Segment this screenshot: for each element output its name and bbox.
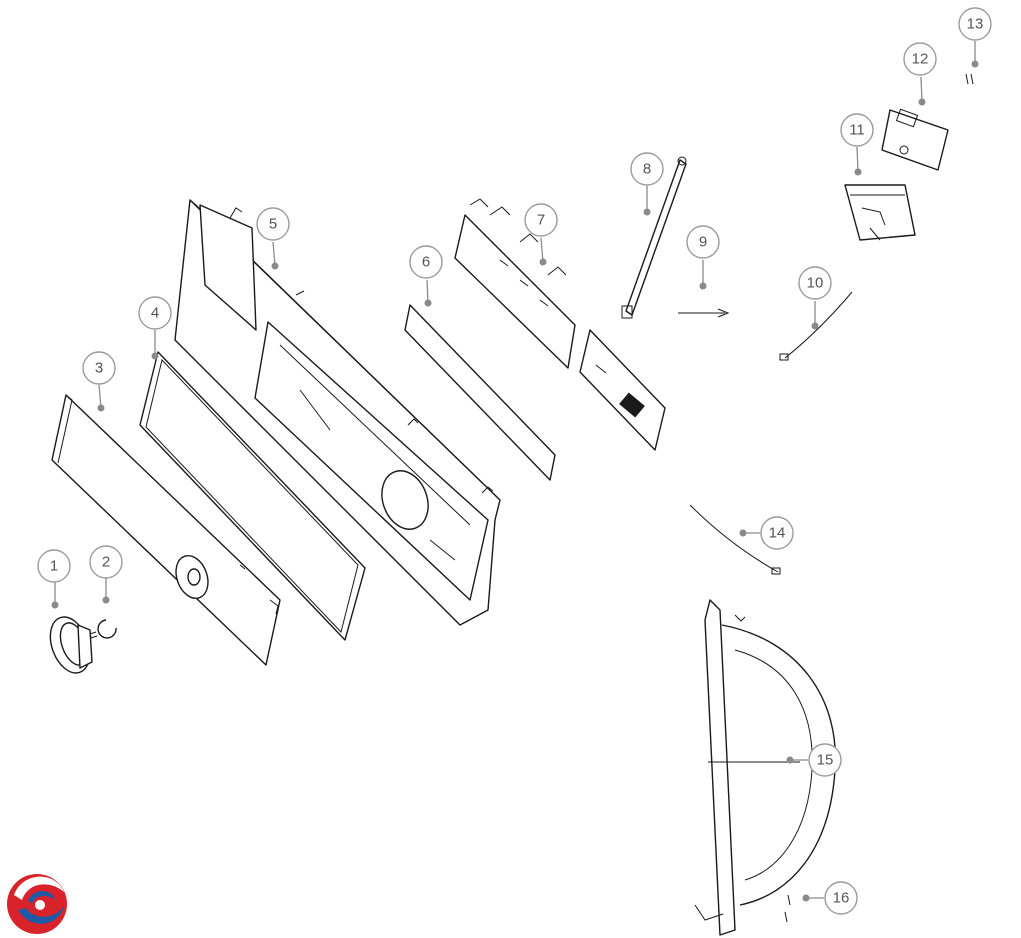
callout-11: 11	[840, 113, 874, 147]
part-control-panel-housing	[174, 199, 501, 626]
callout-8: 8	[630, 152, 664, 186]
callout-4: 4	[138, 296, 172, 330]
callout-5: 5	[256, 207, 290, 241]
callout-label: 10	[807, 275, 824, 292]
callout-label: 3	[95, 360, 103, 377]
leader-lines	[51, 41, 979, 902]
part-clip-ring	[89, 619, 117, 639]
callout-1: 1	[37, 549, 71, 583]
part-display-window	[404, 304, 556, 481]
callout-label: 9	[699, 234, 707, 251]
callout-label: 12	[912, 51, 929, 68]
callout-label: 5	[269, 216, 277, 233]
part-door-assembly	[694, 599, 837, 936]
part-connector-wire	[689, 504, 781, 575]
callout-label: 13	[967, 16, 984, 33]
callout-label: 1	[50, 558, 58, 575]
part-front-console-panel	[51, 394, 281, 666]
part-knob	[49, 616, 93, 674]
callout-7: 7	[524, 203, 558, 237]
callout-label: 11	[849, 122, 865, 139]
part-gasket-frame	[139, 351, 366, 641]
callout-label: 7	[537, 212, 545, 229]
callout-2: 2	[89, 545, 123, 579]
callout-12: 12	[903, 42, 937, 76]
callout-label: 15	[817, 752, 834, 769]
callout-15: 15	[808, 743, 842, 777]
part-switch-bracket	[844, 184, 916, 241]
brand-swirl-logo-icon	[7, 874, 67, 934]
callout-14: 14	[760, 516, 794, 550]
callout-label: 2	[102, 554, 110, 571]
part-wire-harness-long	[621, 156, 687, 319]
callout-13: 13	[958, 7, 992, 41]
part-control-board	[454, 198, 666, 451]
callout-label: 4	[151, 305, 159, 322]
part-wire-short	[779, 291, 853, 361]
callout-10: 10	[798, 266, 832, 300]
part-screws-large	[784, 894, 791, 923]
callout-label: 6	[422, 254, 430, 271]
callout-label: 8	[643, 161, 651, 178]
part-module-cover	[881, 108, 949, 171]
callout-3: 3	[82, 351, 116, 385]
callout-label: 14	[769, 525, 786, 542]
callout-9: 9	[686, 225, 720, 259]
callout-6: 6	[409, 245, 443, 279]
callout-label: 16	[833, 890, 850, 907]
part-screws-small	[965, 73, 974, 85]
callout-16: 16	[824, 881, 858, 915]
part-pin	[678, 308, 730, 318]
